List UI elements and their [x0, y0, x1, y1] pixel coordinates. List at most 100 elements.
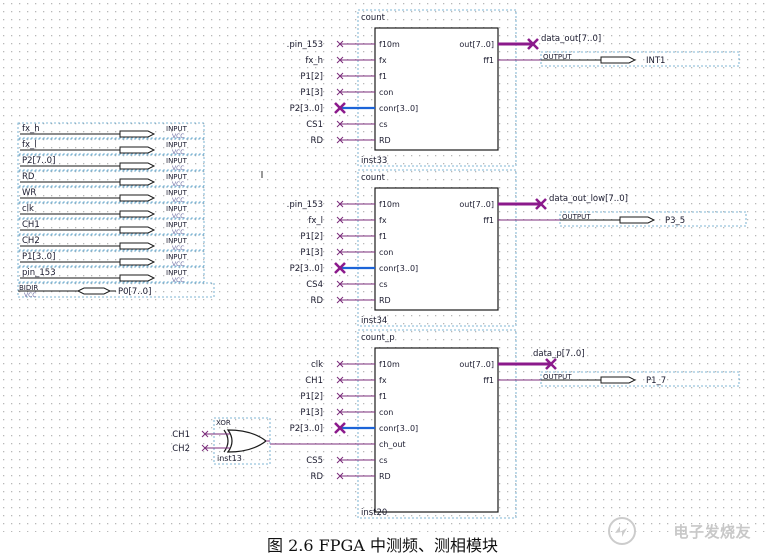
input-signal-label: RD [311, 296, 324, 306]
xor-input-label: CH1 [172, 430, 190, 440]
x-stroke [336, 40, 344, 48]
input-pin-vcc: VCC [172, 197, 184, 204]
signal-terminator-x [336, 40, 344, 48]
port-label-in: fx [379, 56, 387, 65]
output-bus-terminator-x [545, 358, 557, 370]
signal-terminator-x [336, 216, 344, 224]
x-stroke [336, 232, 344, 240]
port-label-in: fx [379, 216, 387, 225]
x-stroke [535, 198, 547, 210]
bus-terminator-x [334, 102, 346, 114]
count-block-instance: inst34 [361, 316, 387, 326]
port-label-in: cs [379, 456, 388, 465]
port-label-out: out[7..0] [459, 360, 494, 369]
count-block-frame [357, 329, 517, 519]
input-pin-vcc: VCC [172, 165, 184, 172]
count-block-body [374, 27, 499, 151]
input-pin-type: INPUT [166, 237, 188, 245]
count-block-3: count_pinst20f10mclkfxCH1f1P1[2]conP1[3]… [290, 329, 740, 519]
x-stroke [336, 72, 344, 80]
input-pin-frame [17, 234, 205, 251]
port-label-in: cs [379, 280, 388, 289]
input-pin-symbol [119, 130, 156, 138]
output-bus-label: data_p[7..0] [533, 349, 585, 359]
signal-terminator-x [336, 280, 344, 288]
port-label-in: f10m [379, 200, 400, 209]
input-pin-name: pin_153 [22, 268, 56, 278]
signal-terminator-x [336, 136, 344, 144]
output-pin-frame [559, 211, 747, 227]
x-stroke [334, 262, 346, 274]
input-pin-symbol [119, 194, 156, 202]
input-signal-label: P2[3..0] [290, 264, 323, 274]
bidir-pin-vcc: VCC [24, 292, 36, 299]
output-pin-frame [540, 51, 740, 67]
input-signal-label: P2[3..0] [290, 104, 323, 114]
output-pin-type: OUTPUT [543, 373, 572, 381]
input-pin-name: WR [22, 188, 36, 198]
x-stroke [334, 422, 346, 434]
schematic-svg: countinst33f10m.pin_153fxfx_hf1P1[2]conP… [0, 0, 765, 532]
x-stroke [336, 392, 344, 400]
output-pin-name: P3_5 [665, 216, 685, 226]
input-signal-label: P1[2] [300, 72, 323, 82]
port-label-in: RD [379, 136, 391, 145]
input-pin-type: INPUT [166, 189, 188, 197]
output-bus-terminator-x [535, 198, 547, 210]
input-signal-label: fx_l [308, 216, 323, 226]
input-pin-name: P1[3..0] [22, 252, 55, 262]
input-pin-vcc: VCC [172, 261, 184, 268]
signal-terminator-x [336, 408, 344, 416]
input-pin-name: CH1 [22, 220, 40, 230]
input-pin-frame [17, 138, 205, 155]
port-label-in: RD [379, 472, 391, 481]
input-signal-label: fx_h [305, 56, 323, 66]
count-block-2: countinst34f10m.pin_153fxfx_lf1P1[2]conP… [287, 169, 747, 327]
port-label-out: ff1 [483, 56, 494, 65]
x-stroke [545, 358, 557, 370]
count-block-instance: inst20 [361, 508, 387, 518]
output-bus-label: data_out[7..0] [541, 34, 601, 44]
count-block-1: countinst33f10m.pin_153fxfx_hf1P1[2]conP… [287, 9, 740, 167]
count-block-instance: inst33 [361, 156, 387, 166]
count-block-type: count_p [361, 333, 395, 343]
signal-terminator-x [336, 296, 344, 304]
output-bus-label: data_out_low[7..0] [549, 194, 628, 204]
count-block-body [374, 187, 499, 311]
port-label-in: cs [379, 120, 388, 129]
input-pin-frame [17, 122, 205, 139]
count-block-body [374, 347, 499, 513]
port-label-in: conr[3..0] [379, 104, 418, 113]
signal-terminator-x [336, 248, 344, 256]
x-stroke [336, 456, 344, 464]
x-stroke [334, 102, 346, 114]
x-stroke [336, 296, 344, 304]
port-label-in: con [379, 248, 393, 257]
input-pin-symbol [119, 178, 156, 186]
watermark-logo-icon [608, 517, 636, 545]
x-stroke [336, 248, 344, 256]
x-stroke [336, 280, 344, 288]
signal-terminator-x [336, 56, 344, 64]
x-stroke [201, 444, 209, 452]
input-pin-vcc: VCC [172, 149, 184, 156]
port-label-in: RD [379, 296, 391, 305]
input-pin-vcc: VCC [172, 245, 184, 252]
signal-terminator-x [336, 232, 344, 240]
x-stroke [336, 472, 344, 480]
input-pin-vcc: VCC [172, 213, 184, 220]
count-block-type: count [361, 173, 386, 183]
bidir-pin-frame [17, 282, 215, 298]
output-pin-type: OUTPUT [543, 53, 572, 61]
port-label-out: out[7..0] [459, 40, 494, 49]
input-signal-label: clk [311, 360, 323, 370]
input-signal-label: P1[2] [300, 392, 323, 402]
xor-gate-input-arc [223, 429, 229, 453]
xor-input-terminator-x [201, 430, 209, 438]
signal-terminator-x [336, 472, 344, 480]
port-label-in: conr[3..0] [379, 264, 418, 273]
